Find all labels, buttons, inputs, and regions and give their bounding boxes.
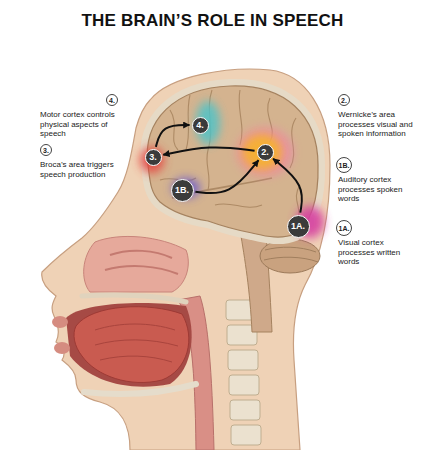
callout-description: Auditory cortex processes spoken words	[338, 175, 420, 204]
wernicke-area	[242, 134, 282, 170]
callout-circle: 2.	[338, 94, 350, 106]
pathway-arrow	[156, 125, 190, 147]
callout-number: 1A.	[291, 222, 305, 231]
hard-palate	[82, 295, 186, 302]
vertebra	[228, 350, 258, 370]
nasal-concha	[105, 266, 178, 274]
gyrus-line	[186, 95, 190, 150]
callout-number-circle: 4.	[192, 117, 209, 134]
callout-circle: 1A.	[336, 220, 352, 236]
brain	[147, 86, 318, 237]
diagram-title: THE BRAIN’S ROLE IN SPEECH	[0, 11, 425, 31]
callout-number: 1B.	[339, 162, 350, 169]
callout-number: 2.	[261, 148, 269, 157]
pathway-arrow	[273, 159, 302, 213]
oral-cavity	[66, 303, 192, 387]
callout-description: Motor cortex controls physical aspects o…	[40, 110, 126, 139]
callout-circle: 4.	[106, 94, 118, 106]
gyri	[160, 90, 300, 222]
callout-number: 1B.	[175, 186, 189, 195]
cerebellum-fold	[264, 257, 318, 262]
vertebra	[230, 400, 260, 420]
callout-description: Visual cortex processes written words	[338, 238, 420, 267]
nasal-concha	[110, 251, 172, 258]
gyrus-line	[215, 204, 262, 208]
callout-description: Wernicke’s area processes visual and spo…	[338, 110, 420, 139]
broca-area	[140, 147, 164, 173]
cerebellum	[260, 239, 320, 273]
callout-number: 2.	[341, 97, 347, 104]
callout-number-circle: 1B.	[171, 179, 194, 202]
callout-description: Broca’s area triggers speech production	[40, 160, 116, 179]
pathway-arrow	[195, 160, 258, 193]
nasal-cavity	[84, 236, 189, 292]
callout-number: 3.	[149, 153, 157, 162]
tongue-muscle	[100, 356, 172, 362]
callout-number: 4.	[196, 121, 204, 130]
gyrus-line	[170, 110, 178, 150]
cerebellum-fold	[265, 247, 316, 252]
jaw-bone	[84, 384, 196, 394]
lower-lip	[54, 342, 70, 354]
vertebra	[231, 425, 261, 445]
callout-number-circle: 1A.	[287, 215, 310, 238]
callout-number-circle: 3.	[145, 149, 162, 166]
callout-number: 1A.	[339, 225, 350, 232]
callout-circle: 1B.	[336, 157, 352, 173]
language-areas	[140, 101, 324, 238]
callout-number: 4.	[109, 97, 115, 104]
callout-circle: 3.	[40, 144, 52, 156]
pathway-arrow	[163, 147, 254, 154]
upper-lip	[52, 316, 68, 328]
vertebra	[229, 375, 259, 395]
skull	[147, 86, 318, 237]
tongue-muscle	[95, 340, 178, 346]
tongue	[74, 307, 189, 383]
callout-number: 3.	[43, 147, 49, 154]
tongue-muscle	[95, 324, 175, 330]
callout-number-circle: 2.	[257, 144, 274, 161]
gyrus-line	[239, 90, 242, 145]
